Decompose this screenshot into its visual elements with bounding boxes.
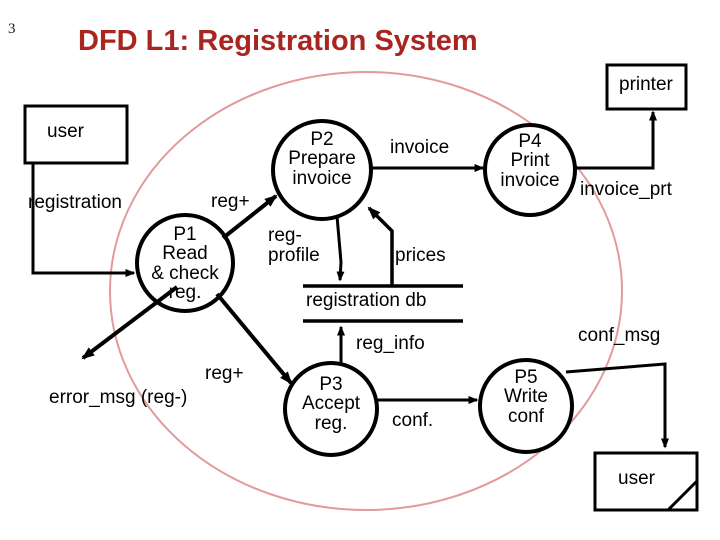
external-entity-user-bottom [593, 451, 699, 512]
flow-label-conf: conf. [392, 410, 434, 431]
flow-label-error-msg: error_msg (reg-) [49, 387, 188, 408]
process-p4-line2: invoice [500, 169, 560, 191]
process-p3-line1: Accept [301, 393, 361, 415]
process-p2-line2: invoice [292, 167, 352, 189]
flow-arrow-prices [367, 206, 394, 285]
datastore-registration-db-label: registration db [306, 290, 427, 311]
process-p4-line1: Print [510, 150, 550, 172]
process-p1-number: P1 [173, 224, 197, 245]
process-p5-line2: conf [508, 405, 544, 427]
process-p3 [283, 361, 379, 457]
process-p5-line1: Write [504, 386, 548, 408]
external-entity-user-top [23, 104, 129, 165]
flow-label-reg-profile-line1: reg- [268, 225, 302, 246]
external-entity-printer [605, 63, 688, 111]
external-entity-user-top-label: user [47, 121, 84, 142]
process-p3-number: P3 [319, 374, 343, 395]
flow-arrow-invoice-prt [575, 110, 657, 170]
process-p1-line1: Read [162, 243, 208, 265]
process-p5 [478, 358, 574, 454]
process-p4-number: P4 [518, 131, 542, 152]
flow-arrow-reg-plus-p2 [221, 194, 278, 240]
flow-arrow-reg-plus-p3 [215, 292, 293, 385]
process-p2-label: P2 Prepare invoice [272, 129, 372, 189]
flow-label-reg-plus-p2: reg+ [211, 191, 250, 212]
flow-label-conf-msg: conf_msg [578, 325, 661, 346]
process-p1-line3: reg. [168, 282, 202, 304]
process-p2-number: P2 [310, 129, 334, 150]
flow-label-reg-profile: reg- profile [268, 226, 320, 266]
process-p1-line2: & check [151, 262, 219, 284]
process-p5-label: P5 Write conf [477, 367, 575, 427]
external-entity-user-bottom-label: user [618, 468, 655, 489]
slide-number: 3 [8, 21, 16, 37]
flow-label-invoice: invoice [390, 137, 450, 158]
process-p3-line2: reg. [314, 412, 348, 434]
page-title: DFD L1: Registration System [78, 25, 478, 57]
flow-arrow-reg-profile [335, 215, 345, 282]
process-p1-label: P1 Read & check reg. [135, 225, 235, 303]
flow-arrow-conf-msg [565, 362, 669, 449]
flow-label-reg-info: reg_info [356, 333, 425, 354]
flow-arrow-registration [31, 163, 136, 277]
flow-label-invoice-prt: invoice_prt [580, 179, 672, 200]
process-p1 [135, 213, 235, 313]
flow-label-reg-profile-line2: profile [268, 244, 320, 266]
process-p3-label: P3 Accept reg. [281, 374, 381, 434]
process-p2-line1: Prepare [288, 148, 356, 170]
flow-arrow-error-msg [81, 285, 179, 360]
flow-label-registration: registration [28, 192, 122, 213]
user-bottom-corner-mark [666, 479, 699, 512]
process-p4 [483, 123, 577, 217]
external-entity-printer-label: printer [619, 74, 673, 95]
process-p5-number: P5 [514, 367, 538, 388]
flow-label-reg-plus-p3: reg+ [205, 363, 244, 384]
system-boundary-ellipse [109, 71, 623, 511]
process-p4-label: P4 Print invoice [481, 131, 579, 191]
process-p2 [271, 119, 373, 221]
flow-label-prices: prices [395, 245, 446, 266]
